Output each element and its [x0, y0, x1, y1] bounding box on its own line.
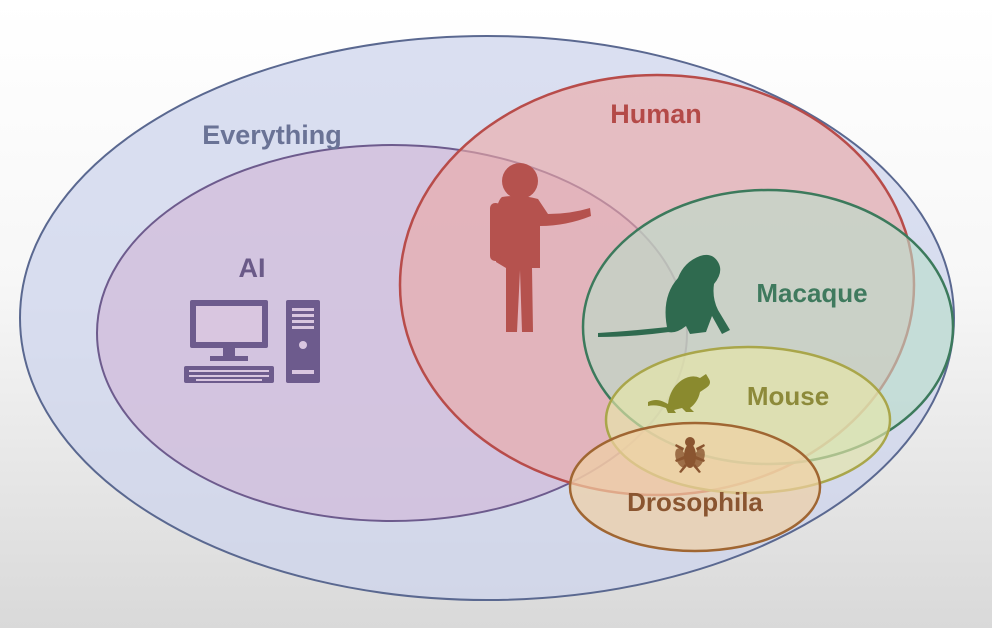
drosophila-set: [568, 421, 822, 553]
human-label: Human: [610, 99, 702, 129]
monkey-icon: [598, 254, 730, 337]
macaque-label: Macaque: [756, 278, 867, 308]
person-icon: [490, 163, 591, 332]
everything-label: Everything: [202, 120, 342, 150]
ai-label: AI: [239, 253, 266, 283]
drosophila-label: Drosophila: [627, 487, 763, 517]
mouse-icon: [648, 374, 710, 413]
mouse-label: Mouse: [747, 381, 829, 411]
fly-icon: [675, 437, 705, 473]
computer-icon: [184, 300, 320, 383]
